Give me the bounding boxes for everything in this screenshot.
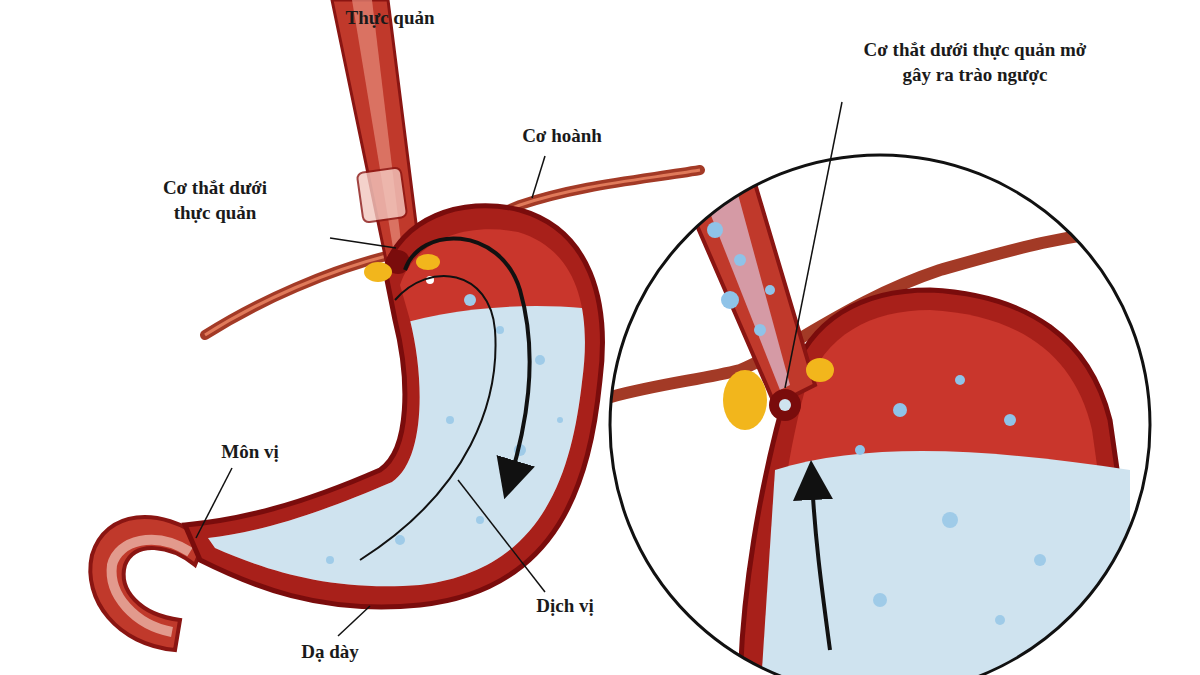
zoom-inset <box>723 370 767 430</box>
part-label: Cơ thắt dưới thực quản <box>145 176 285 225</box>
zoom-inset <box>760 451 1130 675</box>
part-label: Cơ thắt dưới thực quản mở gây ra trào ng… <box>858 38 1093 87</box>
part-label: Môn vị <box>218 440 282 465</box>
part-label: Thực quản <box>342 6 437 31</box>
esophagus <box>332 0 420 270</box>
stomach <box>416 254 440 270</box>
label-slot: Cơ thắt dưới thực quản mở gây ra trào ng… <box>858 38 1093 87</box>
stomach <box>395 535 405 545</box>
zoom-inset <box>695 165 790 390</box>
zoom-inset <box>955 375 965 385</box>
label-slot: Môn vị <box>190 440 310 465</box>
zoom-inset <box>600 150 1160 675</box>
part-label: Cơ hoành <box>519 124 605 149</box>
stomach <box>446 416 454 424</box>
zoom-inset <box>600 150 1160 675</box>
zoom-inset <box>812 480 830 650</box>
zoom-inset <box>942 512 958 528</box>
stomach <box>535 355 545 365</box>
leader-line <box>458 480 545 592</box>
zoom-inset <box>1004 414 1016 426</box>
leader-line <box>196 468 232 538</box>
zoom-inset <box>721 291 739 309</box>
esophagus <box>357 167 408 223</box>
label-slot: Thực quản <box>290 6 490 31</box>
part-label: Dịch vị <box>533 594 597 619</box>
label-slot: Dịch vị <box>505 594 625 619</box>
zoom-inset <box>769 389 801 421</box>
zoom-inset <box>779 399 791 411</box>
zoom-inset <box>806 358 834 382</box>
stomach <box>360 276 496 560</box>
zoom-inset <box>893 403 907 417</box>
zoom-inset <box>765 285 775 295</box>
stomach <box>557 417 563 423</box>
zoom-inset <box>855 445 865 455</box>
zoom-inset <box>734 254 746 266</box>
leader-line <box>338 606 370 636</box>
zoom-inset <box>873 593 887 607</box>
stomach <box>464 294 476 306</box>
stomach <box>496 326 504 334</box>
label-slot: Cơ hoành <box>482 124 642 149</box>
stomach <box>476 516 484 524</box>
zoom-inset <box>707 222 723 238</box>
stomach <box>180 206 602 620</box>
stomach <box>405 238 530 480</box>
esophagus <box>332 0 420 270</box>
duodenum <box>112 540 190 632</box>
stomach <box>180 276 600 620</box>
leader-line <box>330 238 396 248</box>
leader-line <box>532 156 545 198</box>
zoom-inset <box>1034 554 1046 566</box>
label-slot: Dạ dày <box>270 640 390 665</box>
leader-line <box>785 102 842 388</box>
zoom-inset <box>754 324 766 336</box>
zoom-inset <box>610 155 1150 675</box>
zoom-inset <box>995 615 1005 625</box>
stomach <box>180 306 600 620</box>
stomach <box>326 556 334 564</box>
leader-line <box>196 102 842 636</box>
zoom-inset <box>675 150 815 405</box>
part-label: Dạ dày <box>298 640 362 665</box>
stomach <box>364 262 392 282</box>
label-slot: Cơ thắt dưới thực quản <box>145 176 285 225</box>
